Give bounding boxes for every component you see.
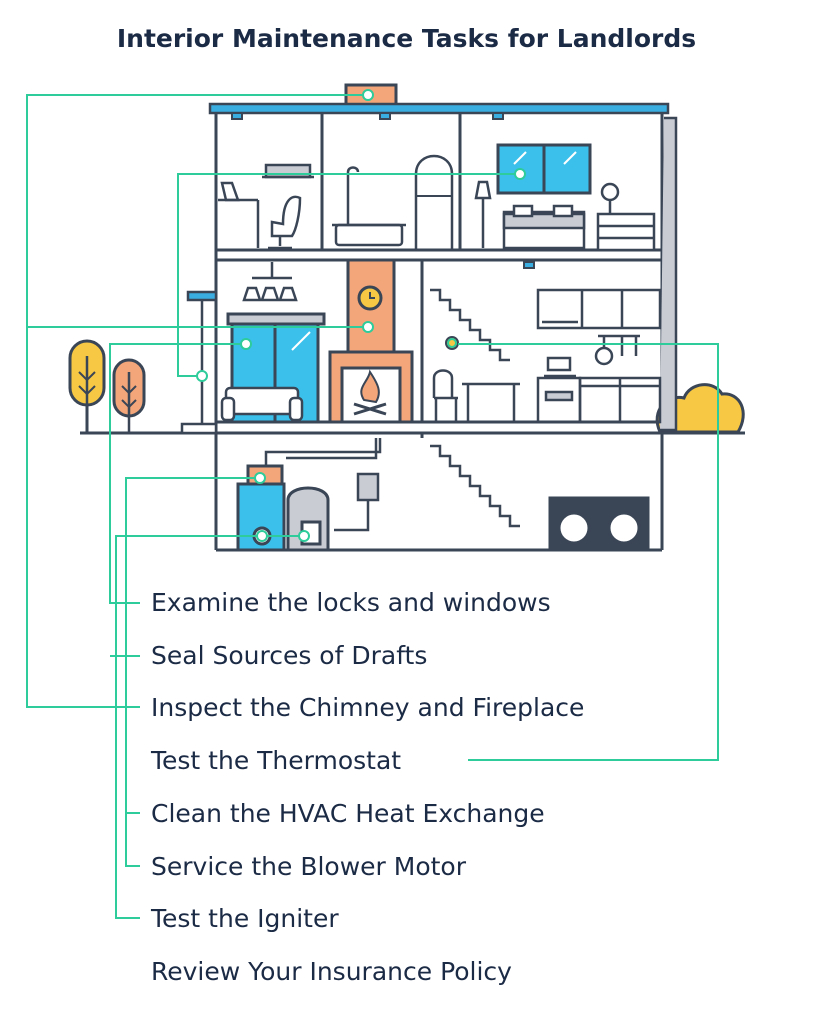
stairs-icon xyxy=(430,288,510,362)
task-examine-locks: Examine the locks and windows xyxy=(151,588,551,617)
roof xyxy=(208,102,670,115)
callout-dots xyxy=(196,89,526,542)
water-heater-icon xyxy=(286,486,330,552)
street-lamp-icon xyxy=(186,290,218,424)
bathtub-icon xyxy=(332,166,406,247)
duct-icon xyxy=(264,438,382,466)
task-test-thermostat: Test the Thermostat xyxy=(151,746,402,775)
page-title: Interior Maintenance Tasks for Landlords xyxy=(116,24,697,53)
stove-icon xyxy=(536,356,582,424)
table-icon xyxy=(462,382,520,422)
task-review-insurance: Review Your Insurance Policy xyxy=(151,957,512,986)
desk-icon xyxy=(218,163,314,250)
chandelier-icon xyxy=(242,262,298,302)
bed-icon xyxy=(502,204,586,250)
chair-icon xyxy=(432,369,458,422)
armchair-icon xyxy=(220,386,304,422)
tree-orange-icon xyxy=(112,358,146,432)
dresser-icon xyxy=(596,182,656,252)
floor-lamp-icon xyxy=(474,180,492,248)
utensils-icon xyxy=(594,334,640,366)
task-test-igniter: Test the Igniter xyxy=(151,904,339,933)
bedroom-window xyxy=(496,143,592,195)
counter-icon xyxy=(578,376,662,424)
fireplace-icon xyxy=(328,258,414,424)
callout-lines xyxy=(26,94,719,919)
kitchen-cabinets xyxy=(536,288,662,330)
task-inspect-chimney: Inspect the Chimney and Fireplace xyxy=(151,693,585,722)
washer-dryer-icon xyxy=(548,496,650,552)
task-seal-drafts: Seal Sources of Drafts xyxy=(151,641,428,670)
tree-yellow-icon xyxy=(68,339,106,432)
basement-stairs-icon xyxy=(430,444,520,528)
door-icon xyxy=(414,154,454,250)
task-service-blower: Service the Blower Motor xyxy=(151,852,467,881)
task-clean-hvac: Clean the HVAC Heat Exchange xyxy=(151,799,545,828)
